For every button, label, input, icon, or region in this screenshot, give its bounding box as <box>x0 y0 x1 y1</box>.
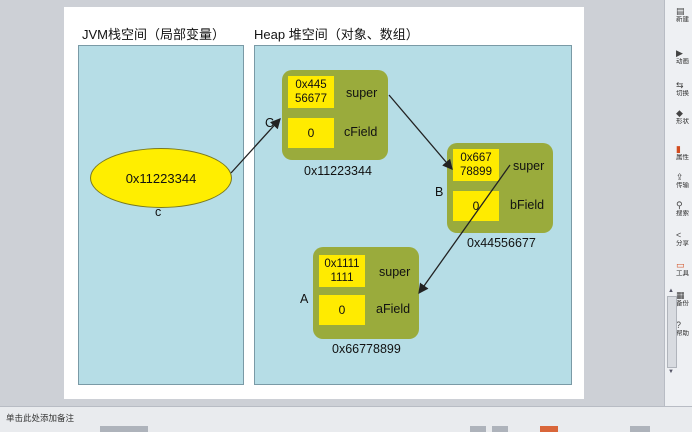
task-pane-item-toolbox[interactable]: ▭工具 <box>676 260 692 284</box>
object-b-field-label: bField <box>510 198 545 212</box>
status-bar: 单击此处添加备注 <box>0 406 692 432</box>
task-pane-item-search[interactable]: ⚲搜索 <box>676 200 692 224</box>
heap-heading: Heap 堆空间（对象、数组） <box>254 27 419 42</box>
stack-heading: JVM栈空间（局部变量） <box>82 27 226 42</box>
notes-placeholder[interactable]: 单击此处添加备注 <box>6 413 75 423</box>
task-pane-item-label: 属性 <box>676 154 689 161</box>
task-pane-item-switch[interactable]: ⇆切换 <box>676 80 692 104</box>
task-pane-item-label: 切换 <box>676 90 689 97</box>
object-b-letter: B <box>435 185 444 199</box>
task-pane-item-label: 搜索 <box>676 210 689 217</box>
task-pane-item-label: 分享 <box>676 240 689 247</box>
object-a-address: 0x66778899 <box>332 342 401 356</box>
view-button[interactable] <box>492 426 508 432</box>
scroll-up-arrow[interactable]: ▲ <box>668 288 674 294</box>
switch-icon: ⇆ <box>676 80 684 90</box>
object-c-super-label: super <box>346 86 378 100</box>
task-pane-item-label: 形状 <box>676 118 689 125</box>
task-pane-item-properties[interactable]: ▮属性 <box>676 144 692 168</box>
toolbox-icon: ▭ <box>676 260 685 270</box>
task-pane-item-new-slide[interactable]: ▤新建 <box>676 6 692 30</box>
task-pane-item-label: 动画 <box>676 58 689 65</box>
task-pane-item-label: 工具 <box>676 270 689 277</box>
task-pane-item-animation[interactable]: ▶动画 <box>676 48 692 72</box>
reference-arrows <box>230 94 511 295</box>
object-b-field-value: 0 <box>453 191 499 221</box>
slide-canvas-area: JVM栈空间（局部变量） Heap 堆空间（对象、数组） 0x11223344 … <box>64 7 584 399</box>
object-a-field-value: 0 <box>319 295 365 325</box>
task-pane-item-label: 帮助 <box>676 330 689 337</box>
stack-region <box>78 45 244 385</box>
object-c-super-value: 0x445 56677 <box>288 76 334 108</box>
search-icon: ⚲ <box>676 200 683 210</box>
object-a-super-value: 0x1111 1111 <box>319 255 365 287</box>
stack-variable-label: c <box>155 205 162 219</box>
animation-icon: ▶ <box>676 48 683 58</box>
object-a-box: 0x1111 1111 super 0 aField <box>313 247 419 339</box>
object-a-field-label: aField <box>376 302 411 316</box>
object-c-field-value: 0 <box>288 118 334 148</box>
stack-reference-value: 0x11223344 <box>125 170 197 186</box>
help-icon: ? <box>676 320 682 330</box>
slideshow-button[interactable] <box>540 426 558 432</box>
task-pane-scrollbar[interactable] <box>667 296 677 368</box>
backup-icon: ▦ <box>676 290 685 300</box>
new-slide-icon: ▤ <box>676 6 685 16</box>
properties-icon: ▮ <box>676 144 681 154</box>
status-indicator <box>100 426 148 432</box>
task-pane-item-label: 新建 <box>676 16 689 23</box>
task-pane-item-share[interactable]: <分享 <box>676 230 692 254</box>
arrow-b-super-to-a <box>418 164 511 295</box>
object-c-box: 0x445 56677 super 0 cField <box>282 70 388 160</box>
slide[interactable]: JVM栈空间（局部变量） Heap 堆空间（对象、数组） 0x11223344 … <box>64 7 584 399</box>
arrow-stack-to-c <box>230 118 281 174</box>
object-c-address: 0x11223344 <box>304 164 372 178</box>
task-pane-item-help[interactable]: ?帮助 <box>676 320 692 344</box>
task-pane-item-label: 备份 <box>676 300 689 307</box>
object-b-super-label: super <box>513 159 545 173</box>
view-button[interactable] <box>470 426 486 432</box>
zoom-control[interactable] <box>630 426 650 432</box>
object-b-box: 0x667 78899 super 0 bField <box>447 143 553 233</box>
task-pane-item-transfer[interactable]: ⇪传输 <box>676 172 692 196</box>
object-c-field-label: cField <box>344 125 378 139</box>
transfer-icon: ⇪ <box>676 172 684 182</box>
object-c-letter: C <box>265 116 275 130</box>
arrow-c-super-to-b <box>388 94 453 170</box>
shape-icon: ◆ <box>676 108 683 118</box>
task-pane-item-shape[interactable]: ◆形状 <box>676 108 692 132</box>
object-b-super-value: 0x667 78899 <box>453 149 499 181</box>
object-a-super-label: super <box>379 265 411 279</box>
scroll-down-arrow[interactable]: ▼ <box>668 369 674 375</box>
object-a-letter: A <box>300 292 309 306</box>
stack-reference-ellipse: 0x11223344 <box>90 148 232 208</box>
object-b-address: 0x44556677 <box>467 236 536 250</box>
share-icon: < <box>676 230 682 240</box>
task-pane-item-backup[interactable]: ▦备份 <box>676 290 692 314</box>
task-pane-item-label: 传输 <box>676 182 689 189</box>
